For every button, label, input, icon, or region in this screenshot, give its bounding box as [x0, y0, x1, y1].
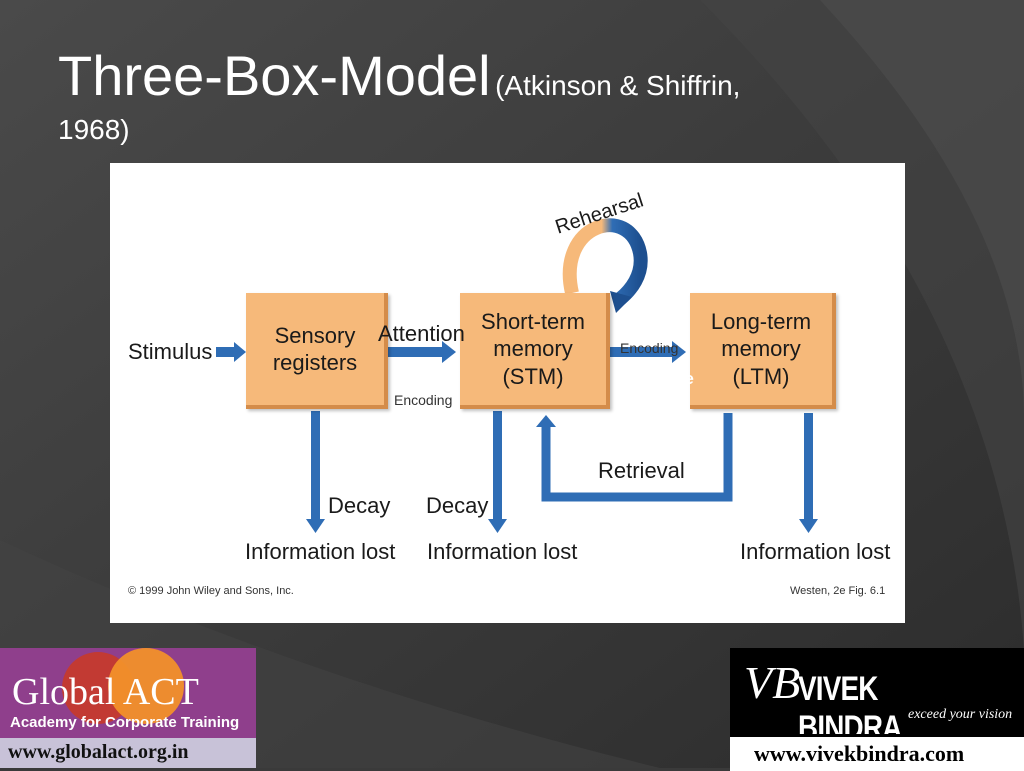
sensory-registers-box: Sensory registers	[246, 293, 388, 409]
global-act-url-bar: www.globalact.org.in	[0, 738, 256, 768]
retrieval-arrow	[536, 413, 733, 502]
stimulus-arrow	[216, 342, 246, 362]
vivek-bindra-slogan: exceed your vision	[908, 707, 1013, 722]
vb-monogram-icon: VB	[744, 657, 801, 708]
retrieval-label: Retrieval	[598, 458, 685, 483]
global-act-tagline: Academy for Corporate Training	[10, 714, 240, 731]
decay-arrow-ltm	[799, 413, 818, 533]
information-lost-stm: Information lost	[427, 539, 578, 564]
sensory-registers-label: Sensory registers	[272, 322, 358, 376]
global-act-brand: Global ACT	[12, 671, 199, 713]
long-term-memory-box: Long-term memory (LTM)	[690, 293, 836, 409]
decay-label-sensory: Decay	[328, 493, 391, 518]
copyright-note: © 1999 John Wiley and Sons, Inc.	[128, 585, 294, 597]
vivek-bindra-logo: VB VIVEK BINDRA exceed your vision www.v…	[730, 648, 1024, 771]
slide-title: Three-Box-Model (Atkinson & Shiffrin, 19…	[58, 48, 858, 144]
logo-circle-orange	[108, 648, 184, 724]
short-term-memory-label: Short-term memory (STM)	[481, 308, 585, 389]
encoding-label-lower: Encoding	[394, 392, 453, 408]
global-act-logo: Global ACT Academy for Corporate Trainin…	[0, 648, 256, 768]
information-lost-ltm: Information lost	[740, 539, 891, 564]
title-main: Three-Box-Model	[58, 44, 491, 107]
short-term-memory-box: Short-term memory (STM)	[460, 293, 610, 409]
stimulus-label: Stimulus	[128, 339, 213, 364]
attention-label: Attention	[378, 321, 465, 346]
title-citation: (Atkinson & Shiffrin,	[495, 70, 741, 101]
vivek-bindra-url-bar: www.vivekbindra.com	[730, 734, 1024, 771]
figure-reference: Westen, 2e Fig. 6.1	[790, 585, 886, 597]
global-act-url: www.globalact.org.in	[8, 741, 189, 763]
vivek-bindra-url: www.vivekbindra.com	[754, 741, 965, 766]
decay-label-stm: Decay	[426, 493, 489, 518]
long-term-memory-label: Long-term memory (LTM)	[710, 308, 812, 389]
information-lost-sensory: Information lost	[245, 539, 396, 564]
rehearsal-loop-arrow	[562, 218, 648, 313]
attention-arrow	[386, 341, 456, 363]
overlay-fragment: de	[674, 369, 694, 388]
encoding-arrow	[608, 341, 686, 363]
decay-arrow-sensory	[306, 411, 325, 533]
title-citation-year: 1968)	[58, 114, 130, 145]
encoding-label-upper: Encoding	[620, 340, 679, 356]
decay-arrow-stm	[488, 411, 507, 533]
diagram-panel: Sensory registers Short-term memory (STM…	[110, 163, 905, 623]
diagram-arrows	[216, 218, 818, 533]
